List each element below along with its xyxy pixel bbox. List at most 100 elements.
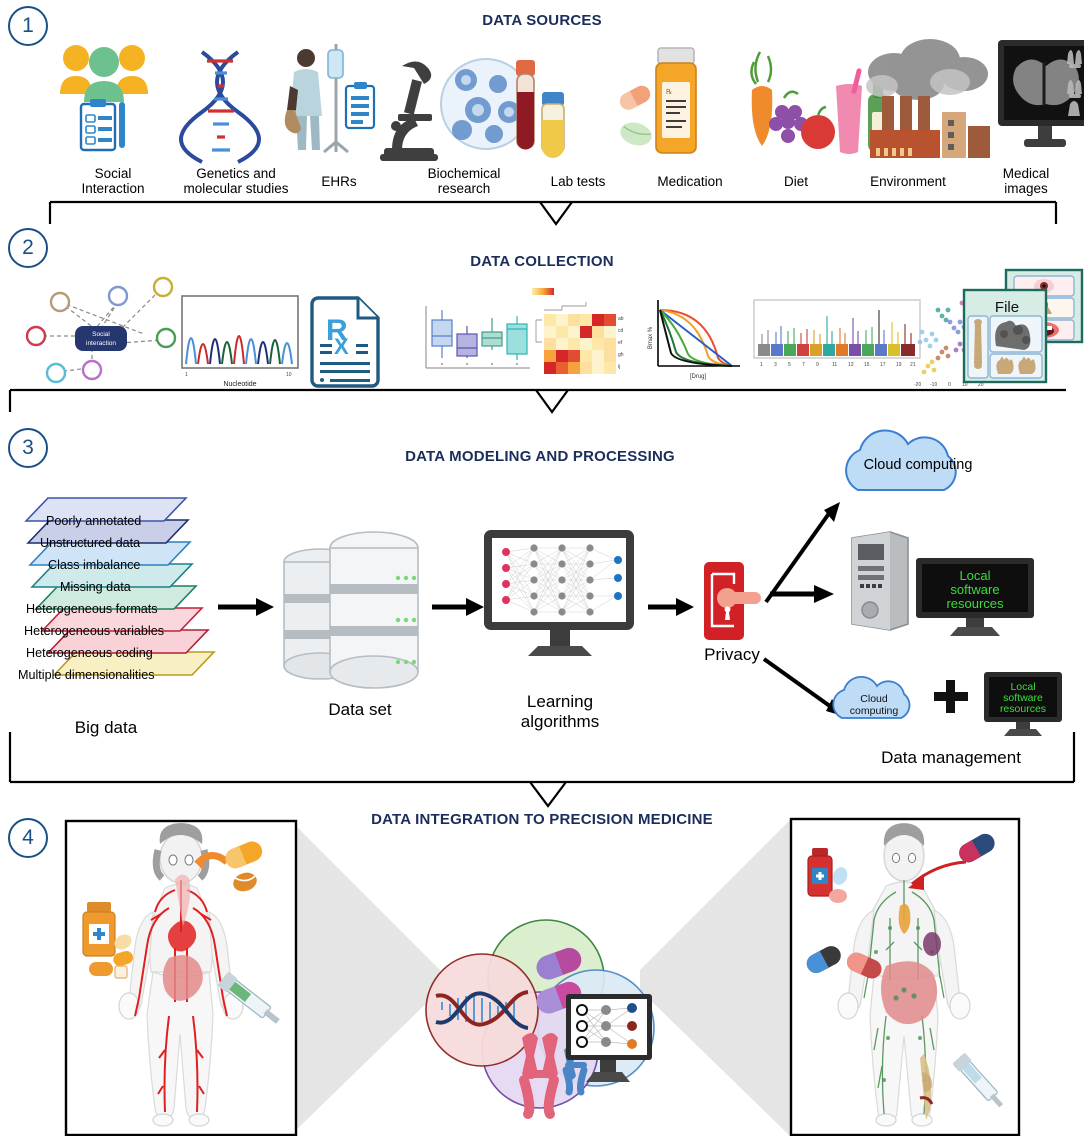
prescription-document-icon: R X xyxy=(310,296,380,388)
section-title-data-integration: DATA INTEGRATION TO PRECISION MEDICINE xyxy=(371,811,713,828)
svg-text:20: 20 xyxy=(978,382,984,388)
svg-text:Nucleotide: Nucleotide xyxy=(223,381,256,388)
layer-label-7: Heterogeneous coding xyxy=(26,646,153,660)
microscope-petri-icon xyxy=(380,58,532,161)
bracket-data-collection xyxy=(8,388,1066,414)
layer-label-3: Class imbalance xyxy=(48,558,141,572)
cloud-plus-monitor-icon: Cloud computing Local software resources xyxy=(832,672,1062,736)
section-title-data-sources: DATA SOURCES xyxy=(482,12,602,29)
integration-venn-diagram xyxy=(425,919,655,1119)
svg-text:21: 21 xyxy=(910,362,916,368)
caption-medication: Medication xyxy=(657,174,723,189)
svg-text:11: 11 xyxy=(832,362,837,368)
caption-labtests: Lab tests xyxy=(550,174,606,189)
svg-text:0: 0 xyxy=(948,382,951,388)
svg-text:Bmax %: Bmax % xyxy=(648,326,654,349)
caption-learning-algorithms: Learning algorithms xyxy=(480,692,640,731)
pill-capsule-orange xyxy=(225,841,263,869)
svg-text:-10: -10 xyxy=(930,382,937,388)
patient-iv-clipboard-icon xyxy=(284,44,376,154)
svg-text:software: software xyxy=(1003,692,1043,704)
database-cylinders-icon xyxy=(283,531,419,689)
layer-4 xyxy=(30,563,194,588)
dna-helix-icon xyxy=(179,50,261,164)
step-4-label: 4 xyxy=(22,826,34,849)
caption-genetics-line2: molecular studies xyxy=(183,181,289,197)
svg-text:13: 13 xyxy=(848,362,854,368)
svg-text:cd: cd xyxy=(618,328,624,334)
layer-2 xyxy=(26,519,190,544)
svg-text:ab: ab xyxy=(618,316,624,322)
caption-privacy: Privacy xyxy=(704,645,760,664)
arrow-bigdata-to-dataset xyxy=(218,598,274,616)
step-number-4: 4 xyxy=(8,818,48,858)
svg-text:℞: ℞ xyxy=(666,88,672,96)
step-3-label: 3 xyxy=(22,436,34,459)
svg-text:-20: -20 xyxy=(914,382,921,388)
step-1-label: 1 xyxy=(22,14,34,37)
medical-image-file-icon: File xyxy=(962,268,1084,384)
chromosome-icon xyxy=(519,1033,588,1119)
layer-label-4: Missing data xyxy=(60,580,131,594)
svg-text:9: 9 xyxy=(816,362,819,368)
people-clipboard-icon xyxy=(60,45,148,152)
arrow-dataset-to-learning xyxy=(432,598,484,616)
step-2-label: 2 xyxy=(22,236,34,259)
big-data-layer-labels: Poorly annotated Unstructured data Class… xyxy=(18,500,218,700)
caption-data-management: Data management xyxy=(881,748,1021,767)
bracket-data-sources xyxy=(48,200,1058,226)
layer-1 xyxy=(24,497,188,522)
factory-smoke-icon xyxy=(866,39,990,158)
svg-text:19: 19 xyxy=(896,362,902,368)
caption-medimages-line2: images xyxy=(1004,181,1048,197)
boxplot-chart-icon xyxy=(425,306,530,369)
caption-learning-line1: Learning xyxy=(526,692,594,711)
svg-text:1: 1 xyxy=(760,362,763,368)
layer-label-5: Heterogeneous formats xyxy=(26,602,158,616)
layer-label-1: Poorly annotated xyxy=(46,514,142,528)
svg-text:ef: ef xyxy=(618,340,623,346)
brain-xray-monitor-icon xyxy=(998,40,1084,147)
arrow-learning-to-privacy xyxy=(648,598,694,616)
male-body-lymphatic-icon xyxy=(789,817,1021,1136)
female-body-circulatory-icon xyxy=(64,819,298,1136)
dna-double-helix-icon xyxy=(435,990,529,1030)
section-title-data-collection: DATA COLLECTION xyxy=(470,253,614,270)
layer-3 xyxy=(28,541,192,566)
blood-urine-tubes-icon xyxy=(516,60,565,158)
svg-text:Local: Local xyxy=(959,568,990,583)
svg-text:File: File xyxy=(995,299,1019,316)
svg-text:17: 17 xyxy=(880,362,886,368)
svg-text:computing: computing xyxy=(850,705,899,717)
svg-text:gh: gh xyxy=(618,352,624,358)
svg-text:software: software xyxy=(950,582,999,597)
svg-text:10: 10 xyxy=(962,382,968,388)
step-number-1: 1 xyxy=(8,6,48,46)
svg-text:1: 1 xyxy=(185,372,188,378)
bracket-data-modeling xyxy=(8,732,1076,808)
layer-label-8: Multiple dimensionalities xyxy=(18,668,155,682)
heatmap-chart-icon: ab cd ef gh ij xyxy=(532,288,624,374)
social-network-graph-icon: Social interaction xyxy=(25,276,177,384)
desktop-tower-monitor-icon: Local software resources xyxy=(851,531,1034,636)
step-number-3: 3 xyxy=(8,428,48,468)
caption-biochem-line2: research xyxy=(437,181,491,197)
caption-diet: Diet xyxy=(783,174,808,189)
svg-text:ij: ij xyxy=(618,364,620,370)
layer-5 xyxy=(34,585,198,610)
caption-learning-line2: algorithms xyxy=(520,711,600,731)
neural-net-monitor-small-icon xyxy=(566,994,652,1082)
caption-data-set: Data set xyxy=(328,700,392,719)
svg-text:7: 7 xyxy=(802,362,805,368)
svg-text:Social: Social xyxy=(92,331,110,338)
fruit-vegetable-drink-icon xyxy=(750,51,888,154)
caption-medimages-line1: Medical xyxy=(1002,166,1050,181)
svg-text:resources: resources xyxy=(946,596,1004,611)
svg-text:10: 10 xyxy=(286,372,292,378)
data-sources-captions: Social Interaction Genetics and molecula… xyxy=(48,166,1052,200)
label-cloud-computing: Cloud computing xyxy=(863,457,973,473)
caption-biochem-line1: Biochemical xyxy=(427,166,501,181)
pill-bottle-icon: ℞ xyxy=(619,47,697,154)
step-number-2: 2 xyxy=(8,228,48,268)
